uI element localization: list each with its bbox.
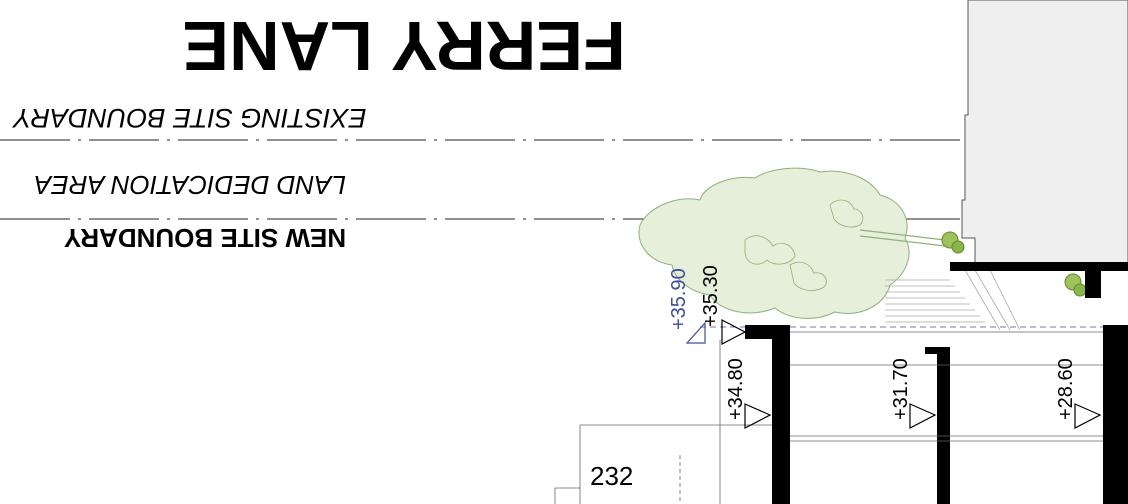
level-label: +35.30	[700, 265, 722, 327]
existing-building	[961, 0, 1128, 266]
room-number: 232	[590, 461, 633, 491]
shrub-icon	[941, 231, 965, 254]
building-structure	[745, 262, 1128, 504]
tree-icon	[638, 167, 946, 319]
level-marker-blue	[685, 321, 706, 344]
existing-boundary-label: EXISTING SITE BOUNDARY	[11, 103, 366, 133]
steps-hatching	[885, 269, 1021, 331]
shrub-icon	[1064, 273, 1087, 297]
level-marker	[721, 319, 747, 345]
new-boundary-label: NEW SITE BOUNDARY	[64, 223, 346, 253]
level-label: +31.70	[890, 358, 912, 420]
level-label: +28.60	[1055, 358, 1077, 420]
floor-lines	[554, 331, 1103, 504]
level-label: +34.80	[725, 358, 747, 420]
land-dedication-label: LAND DEDICATION AREA	[34, 170, 346, 200]
level-marker	[909, 403, 937, 429]
street-name: FERRY LANE	[182, 7, 625, 85]
level-marker	[1074, 403, 1102, 429]
level-marker	[744, 403, 772, 429]
level-label-blue: +35.90	[668, 268, 690, 330]
